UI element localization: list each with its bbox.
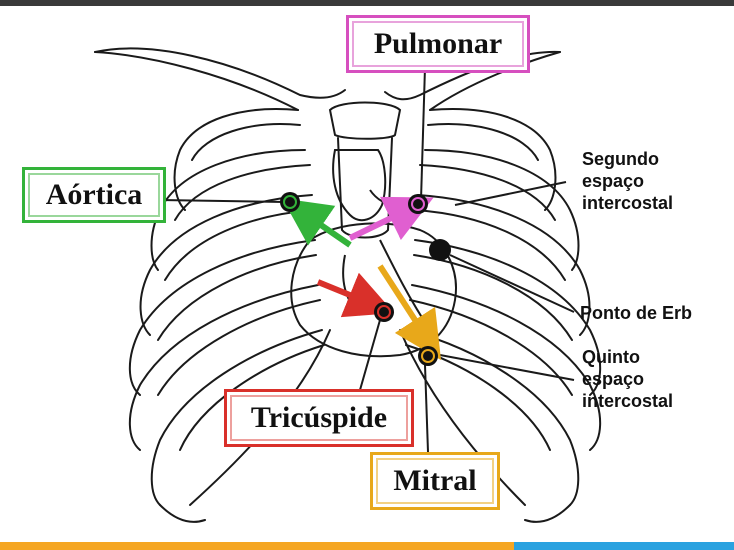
note-quinto-espaco: Quinto espaço intercostal [582,346,673,412]
note-segundo-espaco: Segundo espaço intercostal [582,148,673,214]
auscultation-point-pulmonar [408,194,428,214]
label-aortica: Aórtica [22,167,166,223]
pulmonar-arrow [350,208,412,238]
label-tricuspide: Tricúspide [224,389,414,447]
ribs [95,49,600,522]
note-line: intercostal [582,390,673,412]
note-ponto-erb: Ponto de Erb [580,302,692,324]
auscultation-point-mitral [418,346,438,366]
label-pulmonar: Pulmonar [346,15,530,73]
auscultation-point-aortica [280,192,300,212]
note-line: espaço [582,368,673,390]
bottom-border-accent [514,542,734,550]
note-line: Quinto [582,346,673,368]
note-line: Segundo [582,148,673,170]
bottom-border [0,542,734,550]
auscultation-point-erb [429,239,451,261]
label-mitral: Mitral [370,452,500,510]
note-line: intercostal [582,192,673,214]
auscultation-point-tricuspide [374,302,394,322]
note-line: espaço [582,170,673,192]
